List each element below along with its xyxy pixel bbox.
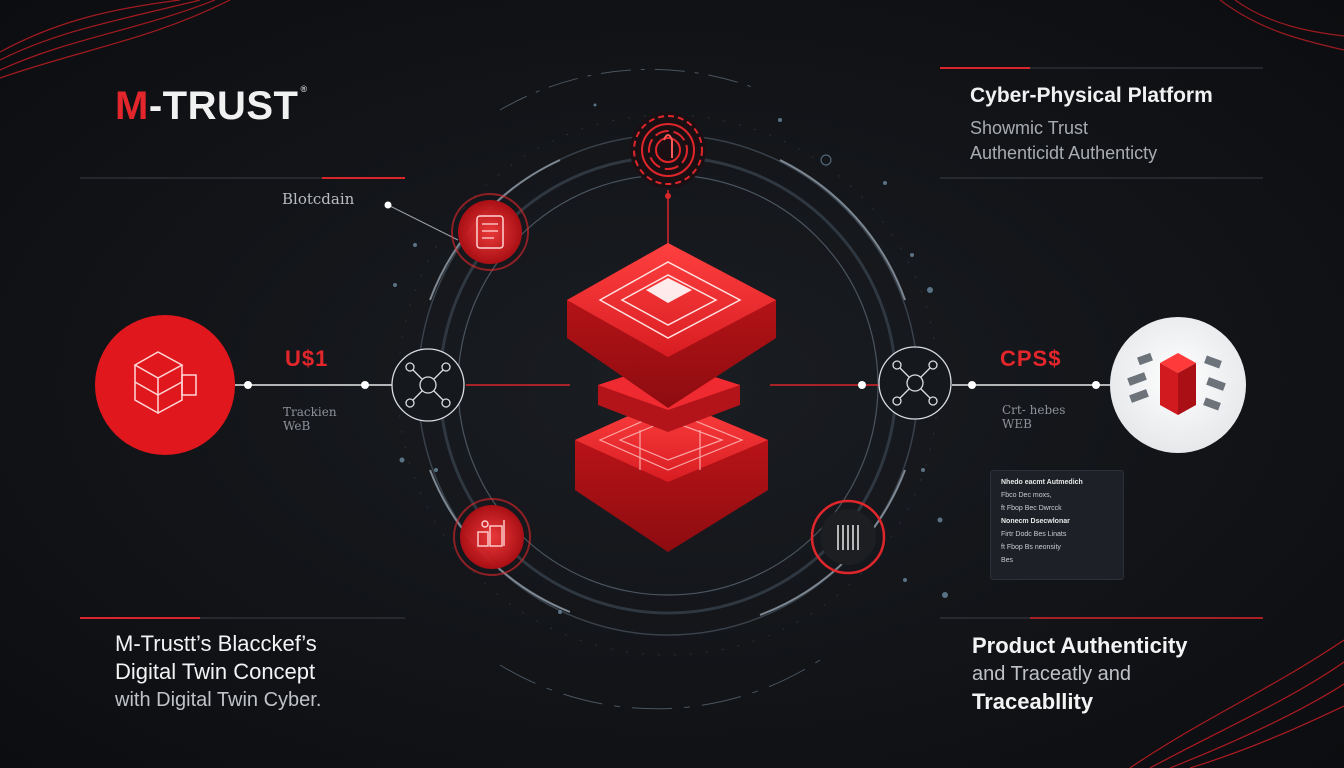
authenticity-caption-line-1: Product Authenticity xyxy=(972,633,1188,658)
factory-node-icon xyxy=(453,498,531,576)
corner-waves-top-left xyxy=(0,0,231,79)
barcode-node-icon xyxy=(810,499,886,575)
concept-caption: M-Trustt’s Blacckef’s Digital Twin Conce… xyxy=(115,630,321,714)
corner-waves-bottom-right xyxy=(1129,639,1344,768)
panel-row: ft Fbop Bs neonsity xyxy=(1001,544,1061,551)
authenticity-caption-line-3: Traceabllity xyxy=(972,689,1094,714)
fingerprint-icon xyxy=(630,112,706,188)
central-platform-stack xyxy=(567,243,776,552)
panel-row: Firtr Dodc Bes Linats xyxy=(1001,531,1067,538)
brand-trademark: ® xyxy=(300,84,308,94)
concept-caption-line-1: M-Trustt’s Blacckef’s xyxy=(115,631,317,656)
panel-row: Nhedo eacmt Autmedich xyxy=(1001,479,1083,486)
right-sub-label-1: Crt- hebes xyxy=(1002,403,1066,417)
panel-row: Bes xyxy=(1001,557,1014,564)
authenticity-caption-line-2: and Traceatly and xyxy=(972,663,1131,685)
document-node-icon xyxy=(451,193,529,271)
network-hub-left-icon xyxy=(391,348,465,422)
network-hub-right-icon xyxy=(878,346,952,420)
platform-subtitle-line-2: Authenticidt Authenticty xyxy=(970,143,1158,163)
particle-dots xyxy=(393,103,948,614)
right-sub-label-2: WEB xyxy=(1002,417,1032,431)
brand-logo-m: M xyxy=(115,84,149,128)
right-code-label: CPS$ xyxy=(1000,346,1062,371)
concept-caption-line-3: with Digital Twin Cyber. xyxy=(115,689,322,711)
concept-caption-line-2: Digital Twin Concept xyxy=(115,659,316,684)
cube-node-icon xyxy=(1110,317,1246,453)
box-node-icon xyxy=(95,315,235,455)
blockchain-label: Blotcdain xyxy=(282,190,355,208)
connector-dots xyxy=(244,381,1100,389)
panel-row: Fbco Dec moxs, xyxy=(1001,492,1052,499)
panel-row: Nonecm Dsecwlonar xyxy=(1001,518,1070,525)
panel-row: ft Fbop Bec Dwrcck xyxy=(1001,505,1062,512)
brand-logo: M-TRUST® xyxy=(115,84,308,129)
left-sub-label-1: Trackien xyxy=(283,405,337,419)
info-panel: Nhedo eacmt Autmedich Fbco Dec moxs, ft … xyxy=(990,470,1124,580)
authenticity-caption: Product Authenticity and Traceatly and T… xyxy=(972,632,1188,716)
platform-title: Cyber-Physical Platform xyxy=(970,84,1213,107)
left-sub-label-2: WeB xyxy=(283,419,311,433)
platform-subtitle: Showmic Trust Authenticidt Authenticty xyxy=(970,116,1157,166)
platform-subtitle-line-1: Showmic Trust xyxy=(970,118,1089,138)
corner-waves-top-right xyxy=(1219,0,1344,51)
left-code-label: U$1 xyxy=(285,346,329,371)
brand-logo-text: -TRUST xyxy=(148,84,299,128)
